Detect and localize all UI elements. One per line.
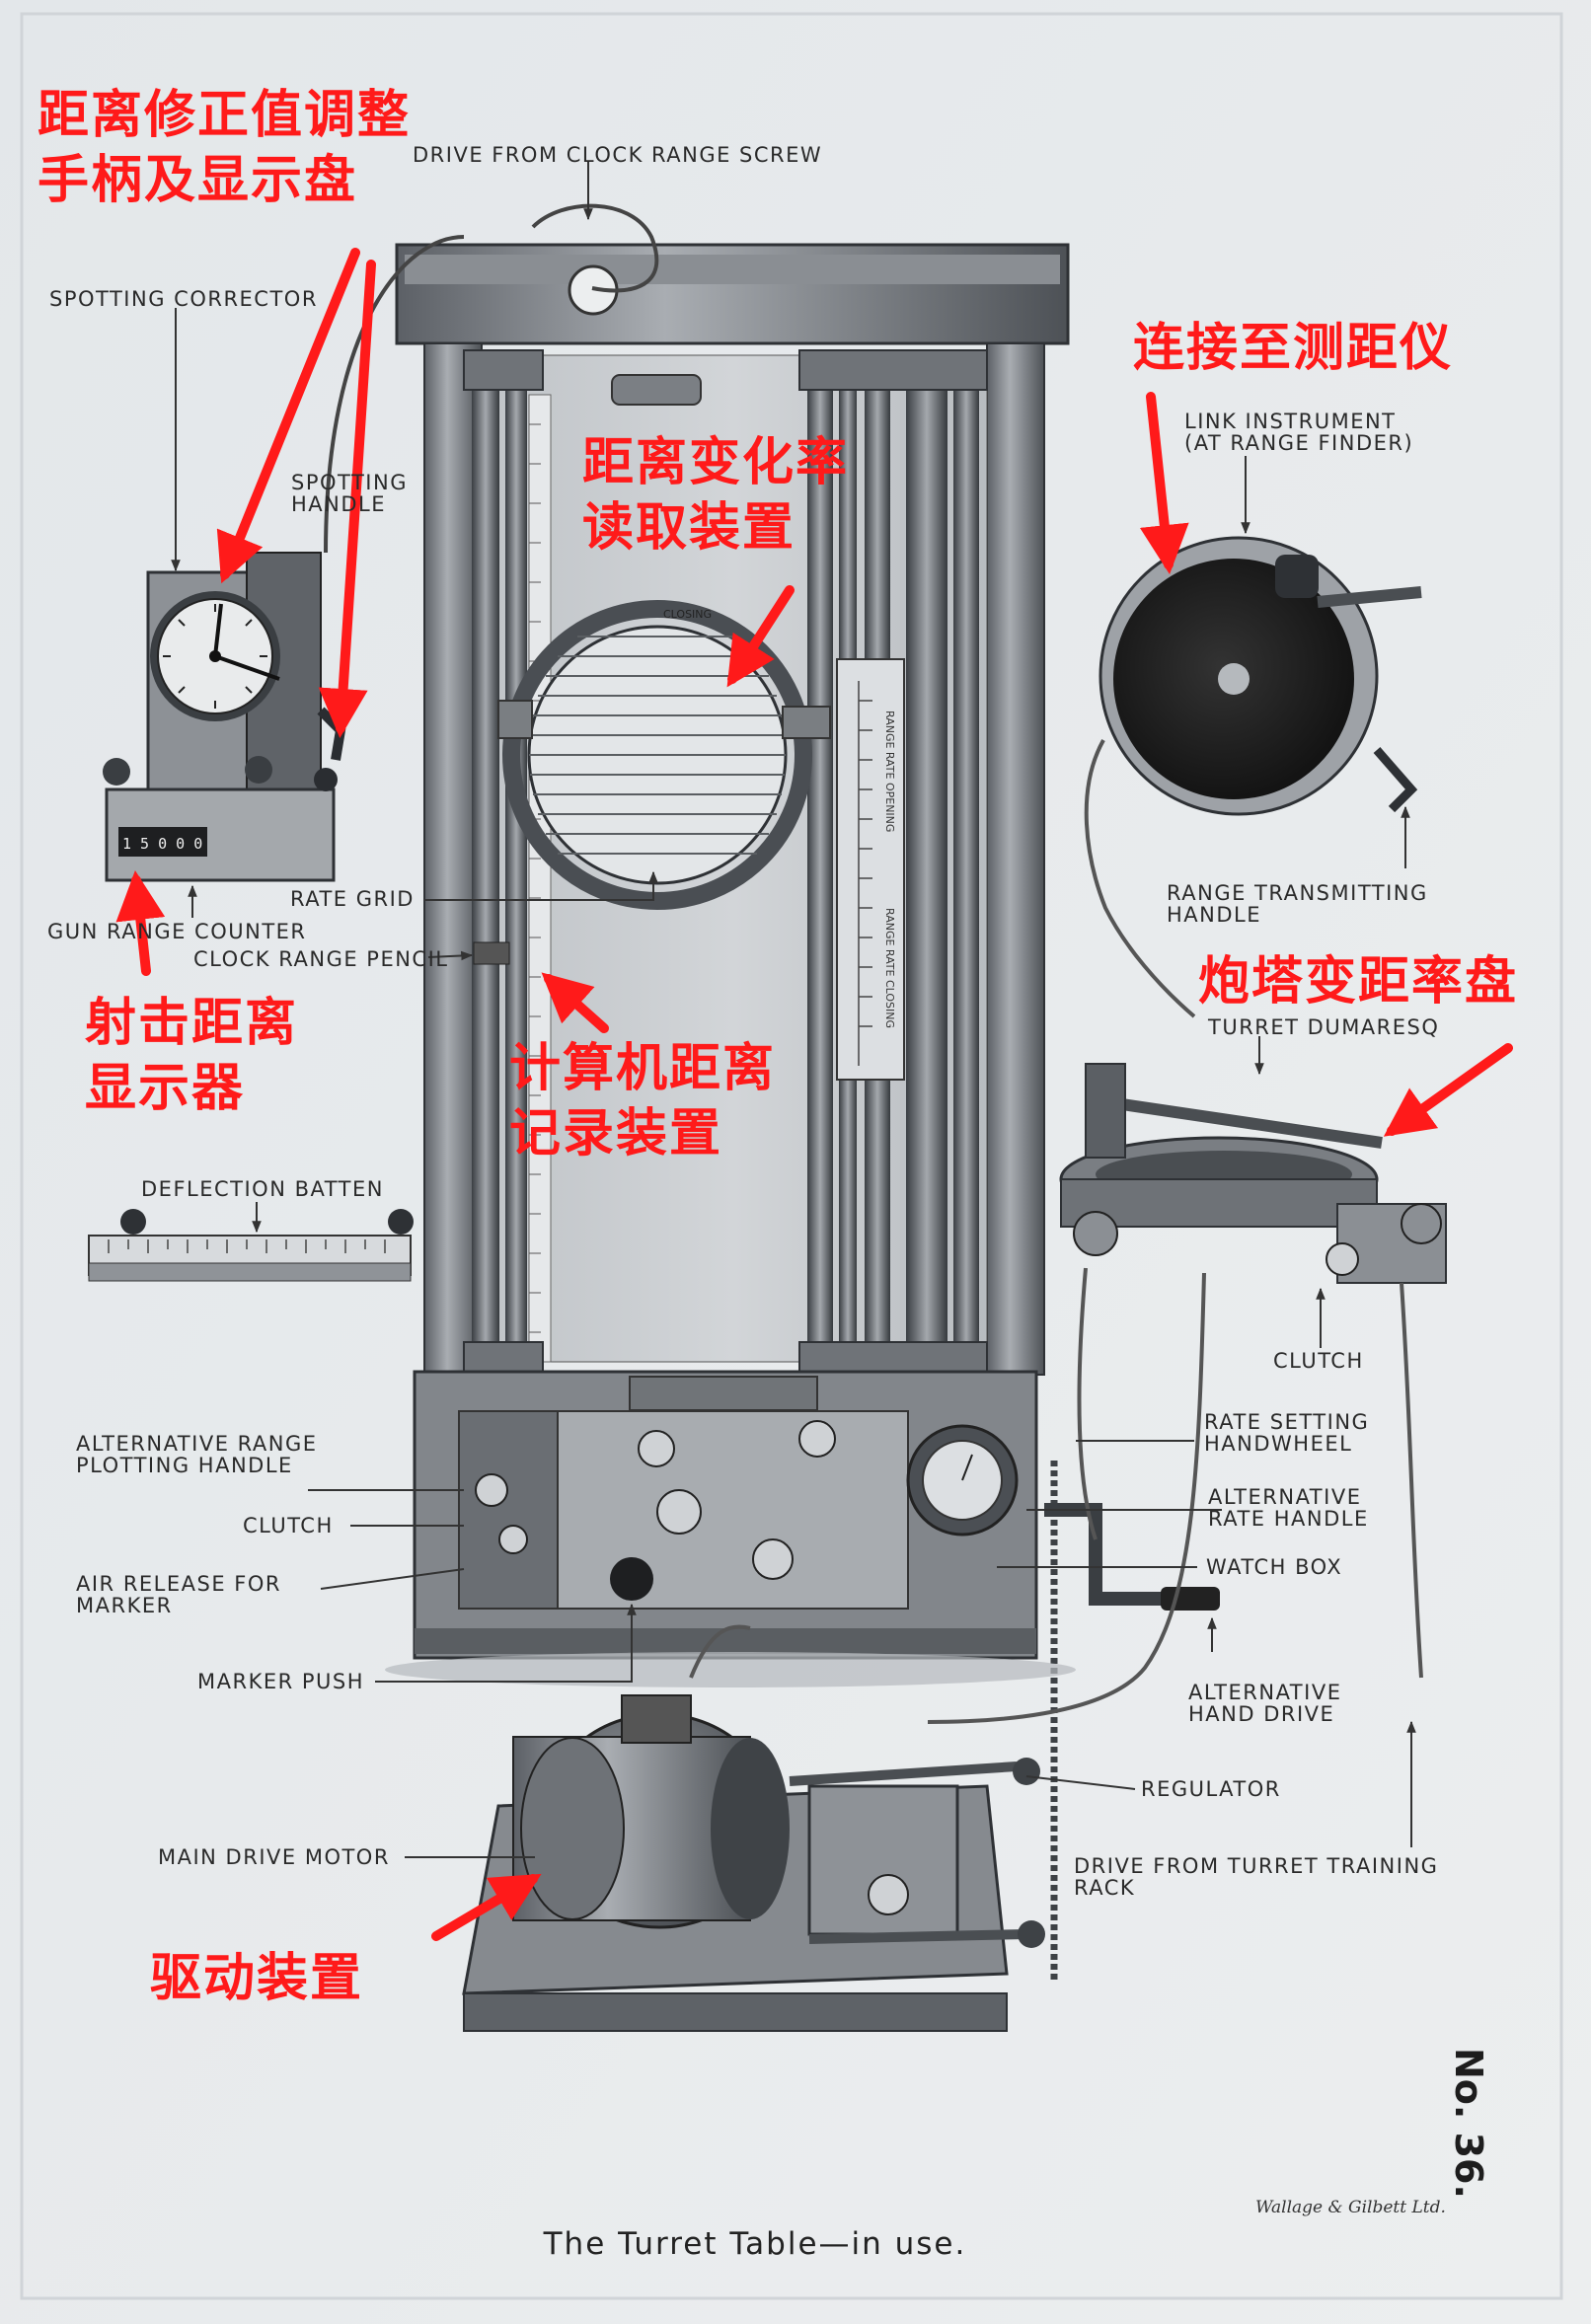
turret-dumaresq — [927, 1063, 1447, 1724]
link-instrument — [1084, 536, 1422, 1018]
label-link-instrument: LINK INSTRUMENT (AT RANGE FINDER) — [1184, 410, 1414, 455]
label-alternative-rate-handle: ALTERNATIVE RATE HANDLE — [1208, 1485, 1369, 1531]
label-clock-range-pencil: CLOCK RANGE PENCIL — [193, 947, 449, 971]
label-turret-dumaresq: TURRET DUMARESQ — [1208, 1015, 1440, 1039]
rate-scale-opening-text: RANGE RATE OPENING — [883, 711, 896, 832]
annotation-turret-dumaresq: 炮塔变距率盘 — [1198, 952, 1519, 1012]
annotation-firing-range-display: 射击距离 显示器 — [85, 994, 299, 1118]
gun-range-counter-digits: 1 5 0 0 0 — [122, 835, 202, 853]
label-alternative-range-plotting-handle: ALTERNATIVE RANGE PLOTTING HANDLE — [76, 1432, 318, 1477]
leader-lines — [171, 162, 1416, 1858]
annotation-link-rangefinder: 连接至测距仪 — [1133, 319, 1454, 378]
label-spotting-corrector: SPOTTING CORRECTOR — [49, 287, 318, 311]
rate-scale-closing-text: RANGE RATE CLOSING — [883, 908, 896, 1028]
label-marker-push: MARKER PUSH — [197, 1670, 365, 1693]
label-drive-from-turret-training-rack: DRIVE FROM TURRET TRAINING RACK — [1074, 1854, 1439, 1900]
deflection-batten — [88, 1209, 414, 1282]
main-cabinet: RANGE RATE OPENING RANGE RATE CLOSING CL… — [395, 243, 1220, 1984]
label-watch-box: WATCH BOX — [1206, 1555, 1343, 1579]
label-spotting-handle: SPOTTING HANDLE — [291, 471, 408, 516]
label-air-release-for-marker: AIR RELEASE FOR MARKER — [76, 1572, 281, 1617]
label-clutch-right: CLUTCH — [1273, 1349, 1364, 1373]
rate-ring-closing-text: CLOSING — [663, 608, 712, 621]
annotation-drive-unit: 驱动装置 — [150, 1949, 364, 2008]
annotation-rate-reading: 距离变化率 读取装置 — [582, 433, 850, 558]
label-range-transmitting-handle: RANGE TRANSMITTING HANDLE — [1167, 881, 1428, 927]
label-gun-range-counter: GUN RANGE COUNTER — [47, 920, 307, 943]
annotation-computer-range-record: 计算机距离 记录装置 — [509, 1039, 777, 1163]
spotting-corrector-unit: 1 5 0 0 0 — [103, 203, 659, 882]
red-annotation-arrows — [115, 248, 1513, 1941]
label-main-drive-motor: MAIN DRIVE MOTOR — [158, 1845, 390, 1869]
label-clutch-left: CLUTCH — [243, 1514, 334, 1537]
label-deflection-batten: DEFLECTION BATTEN — [141, 1177, 384, 1201]
printer-credit: Wallage & Gilbett Ltd. — [1255, 2198, 1446, 2217]
plate-number: No. 36. — [1447, 2048, 1490, 2199]
label-rate-grid: RATE GRID — [290, 887, 415, 911]
annotation-range-correction: 距离修正值调整 手柄及显示盘 — [38, 86, 412, 210]
label-alternative-hand-drive: ALTERNATIVE HAND DRIVE — [1188, 1681, 1342, 1726]
figure-caption: The Turret Table—in use. — [543, 2226, 967, 2262]
label-drive-from-clock-range-screw: DRIVE FROM CLOCK RANGE SCREW — [413, 143, 823, 167]
label-rate-setting-handwheel: RATE SETTING HANDWHEEL — [1204, 1410, 1370, 1456]
label-regulator: REGULATOR — [1141, 1777, 1281, 1801]
drive-unit — [462, 1624, 1045, 2032]
